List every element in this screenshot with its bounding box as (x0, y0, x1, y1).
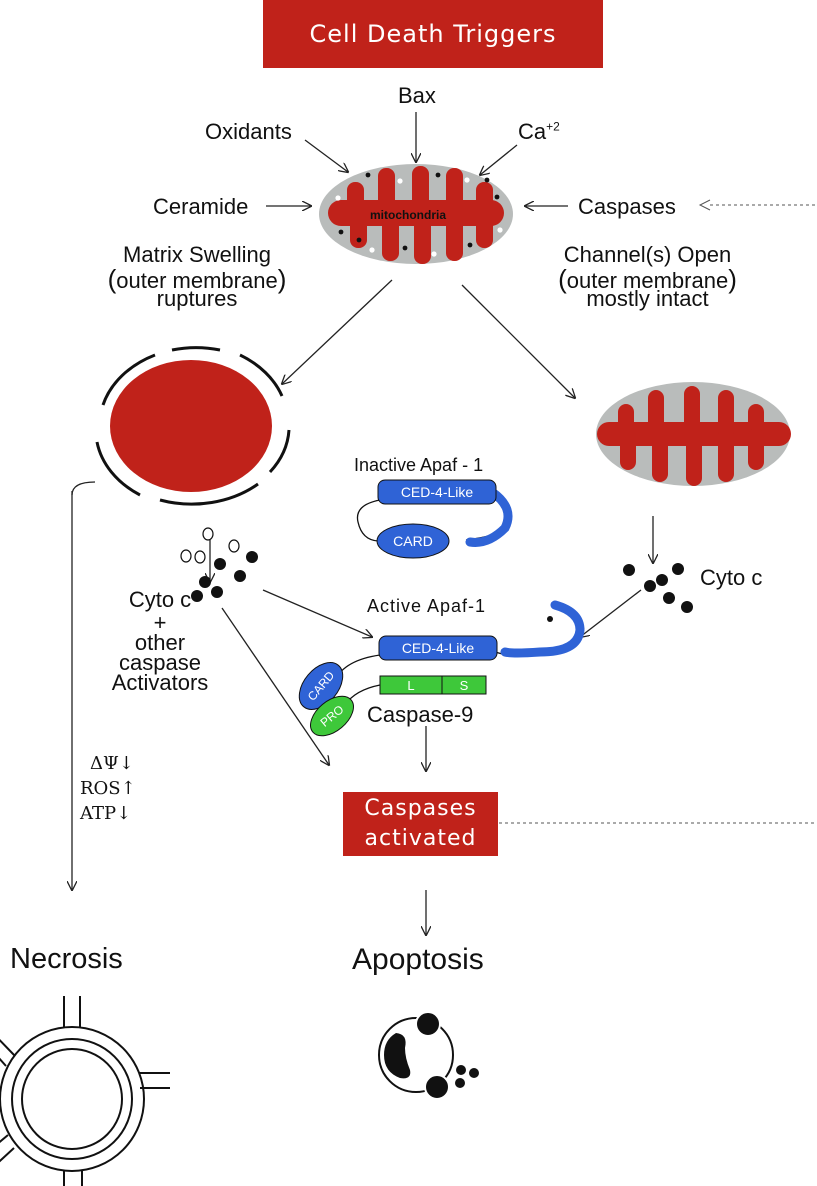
cyto-left-line2: + (153, 610, 167, 635)
label-caspase9: Caspase-9 (367, 702, 474, 727)
label-ceramide: Ceramide (153, 194, 249, 219)
caspases-activated-line1: Caspases (364, 796, 477, 821)
caspases-activated-line2: activated (364, 826, 477, 851)
paren-close: ) (728, 264, 737, 295)
label-cyto-c-left: Cyto c + other caspase Activators (95, 587, 225, 695)
swollen-mitochondrion (95, 346, 291, 506)
paren-open: ( (558, 264, 567, 295)
label-cyto-c-right: Cyto c (700, 565, 763, 590)
label-active-apaf: Active Apaf-1 (367, 596, 487, 616)
title: Cell Death Triggers (309, 20, 557, 48)
caspase9-s-subunit: S (459, 677, 469, 693)
label-matrix-swelling: Matrix Swelling (outer membrane) rupture… (82, 242, 312, 312)
caspase9-l-subunit: L (407, 677, 415, 693)
trigger-arrows (72, 112, 653, 935)
label-bax: Bax (398, 83, 436, 108)
indicator-ros: ROS↑ (80, 778, 136, 799)
inactive-apaf-graphic (356, 479, 513, 559)
cyto-left-line1: Cyto c (128, 587, 192, 612)
necrotic-cell-icon (0, 996, 170, 1186)
matrix-swelling-membrane: outer membrane (116, 268, 278, 294)
label-calcium: Ca+2 (518, 120, 560, 143)
paren-open: ( (107, 264, 117, 295)
channels-open-membrane: outer membrane (566, 268, 729, 294)
active-apaf-graphic (298, 600, 585, 737)
label-apoptosis: Apoptosis (352, 943, 484, 976)
active-ced4-domain: CED-4-Like (401, 640, 475, 656)
label-channels-open: Channel(s) Open (outer membrane) mostly … (535, 242, 760, 312)
indicator-atp: ATP↓ (80, 803, 132, 824)
cyto-c-released-left (180, 527, 258, 602)
caspases-activated-box: Caspases activated (343, 792, 498, 856)
label-caspases-trigger: Caspases (578, 194, 676, 219)
label-mitochondria: mitochondria (370, 208, 447, 222)
cyto-c-released-right (623, 563, 693, 613)
inactive-card-domain: CARD (393, 533, 433, 549)
channels-open-line2: (outer membrane) (535, 264, 760, 295)
label-calcium-charge: +2 (546, 119, 560, 134)
cyto-left-line3: other (134, 630, 186, 655)
matrix-swelling-line1: Matrix Swelling (123, 242, 271, 267)
cyto-left-line4: caspase (119, 650, 201, 675)
label-calcium-text: Ca (518, 119, 547, 144)
matrix-swelling-line3: ruptures (156, 286, 238, 312)
mitochondrion-channel-open (596, 382, 791, 486)
apoptotic-cell-icon (378, 1011, 479, 1100)
channels-open-line1: Channel(s) Open (563, 242, 732, 267)
cyto-left-line5: Activators (111, 670, 209, 695)
label-inactive-apaf: Inactive Apaf - 1 (354, 455, 484, 475)
inactive-ced4-domain: CED-4-Like (400, 484, 474, 500)
mitochondrion-intact (319, 164, 513, 264)
matrix-swelling-line2: (outer membrane) (82, 264, 312, 295)
indicator-membrane-potential: ΔΨ↓ (90, 753, 134, 774)
title-box: Cell Death Triggers (263, 0, 603, 68)
label-necrosis: Necrosis (10, 943, 123, 975)
label-oxidants: Oxidants (205, 119, 292, 144)
channels-open-line3: mostly intact (586, 286, 709, 312)
paren-close: ) (277, 264, 287, 295)
